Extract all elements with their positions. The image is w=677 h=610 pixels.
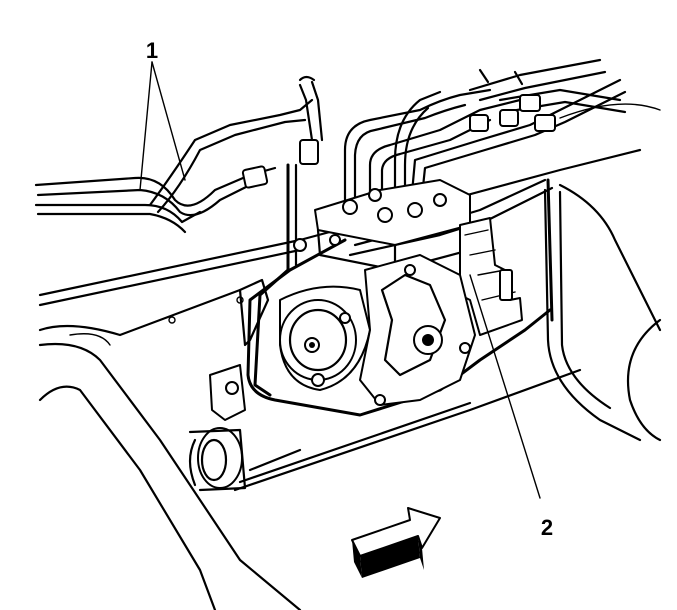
upper-brake-pipe-bundle [343,58,627,217]
callout-2-label: 2 [541,515,553,540]
vehicle-body-panel [38,103,662,610]
bracket-isolator-mount [188,364,247,492]
abs-modulator-valve [293,179,472,272]
callout-1-label: 1 [146,38,158,63]
callout-leader-lines [139,61,541,499]
brake-pipes [34,75,324,234]
pump-motor [279,285,371,391]
forward-direction-arrow-icon [351,507,441,578]
modulator-mounting-bracket [238,254,476,406]
